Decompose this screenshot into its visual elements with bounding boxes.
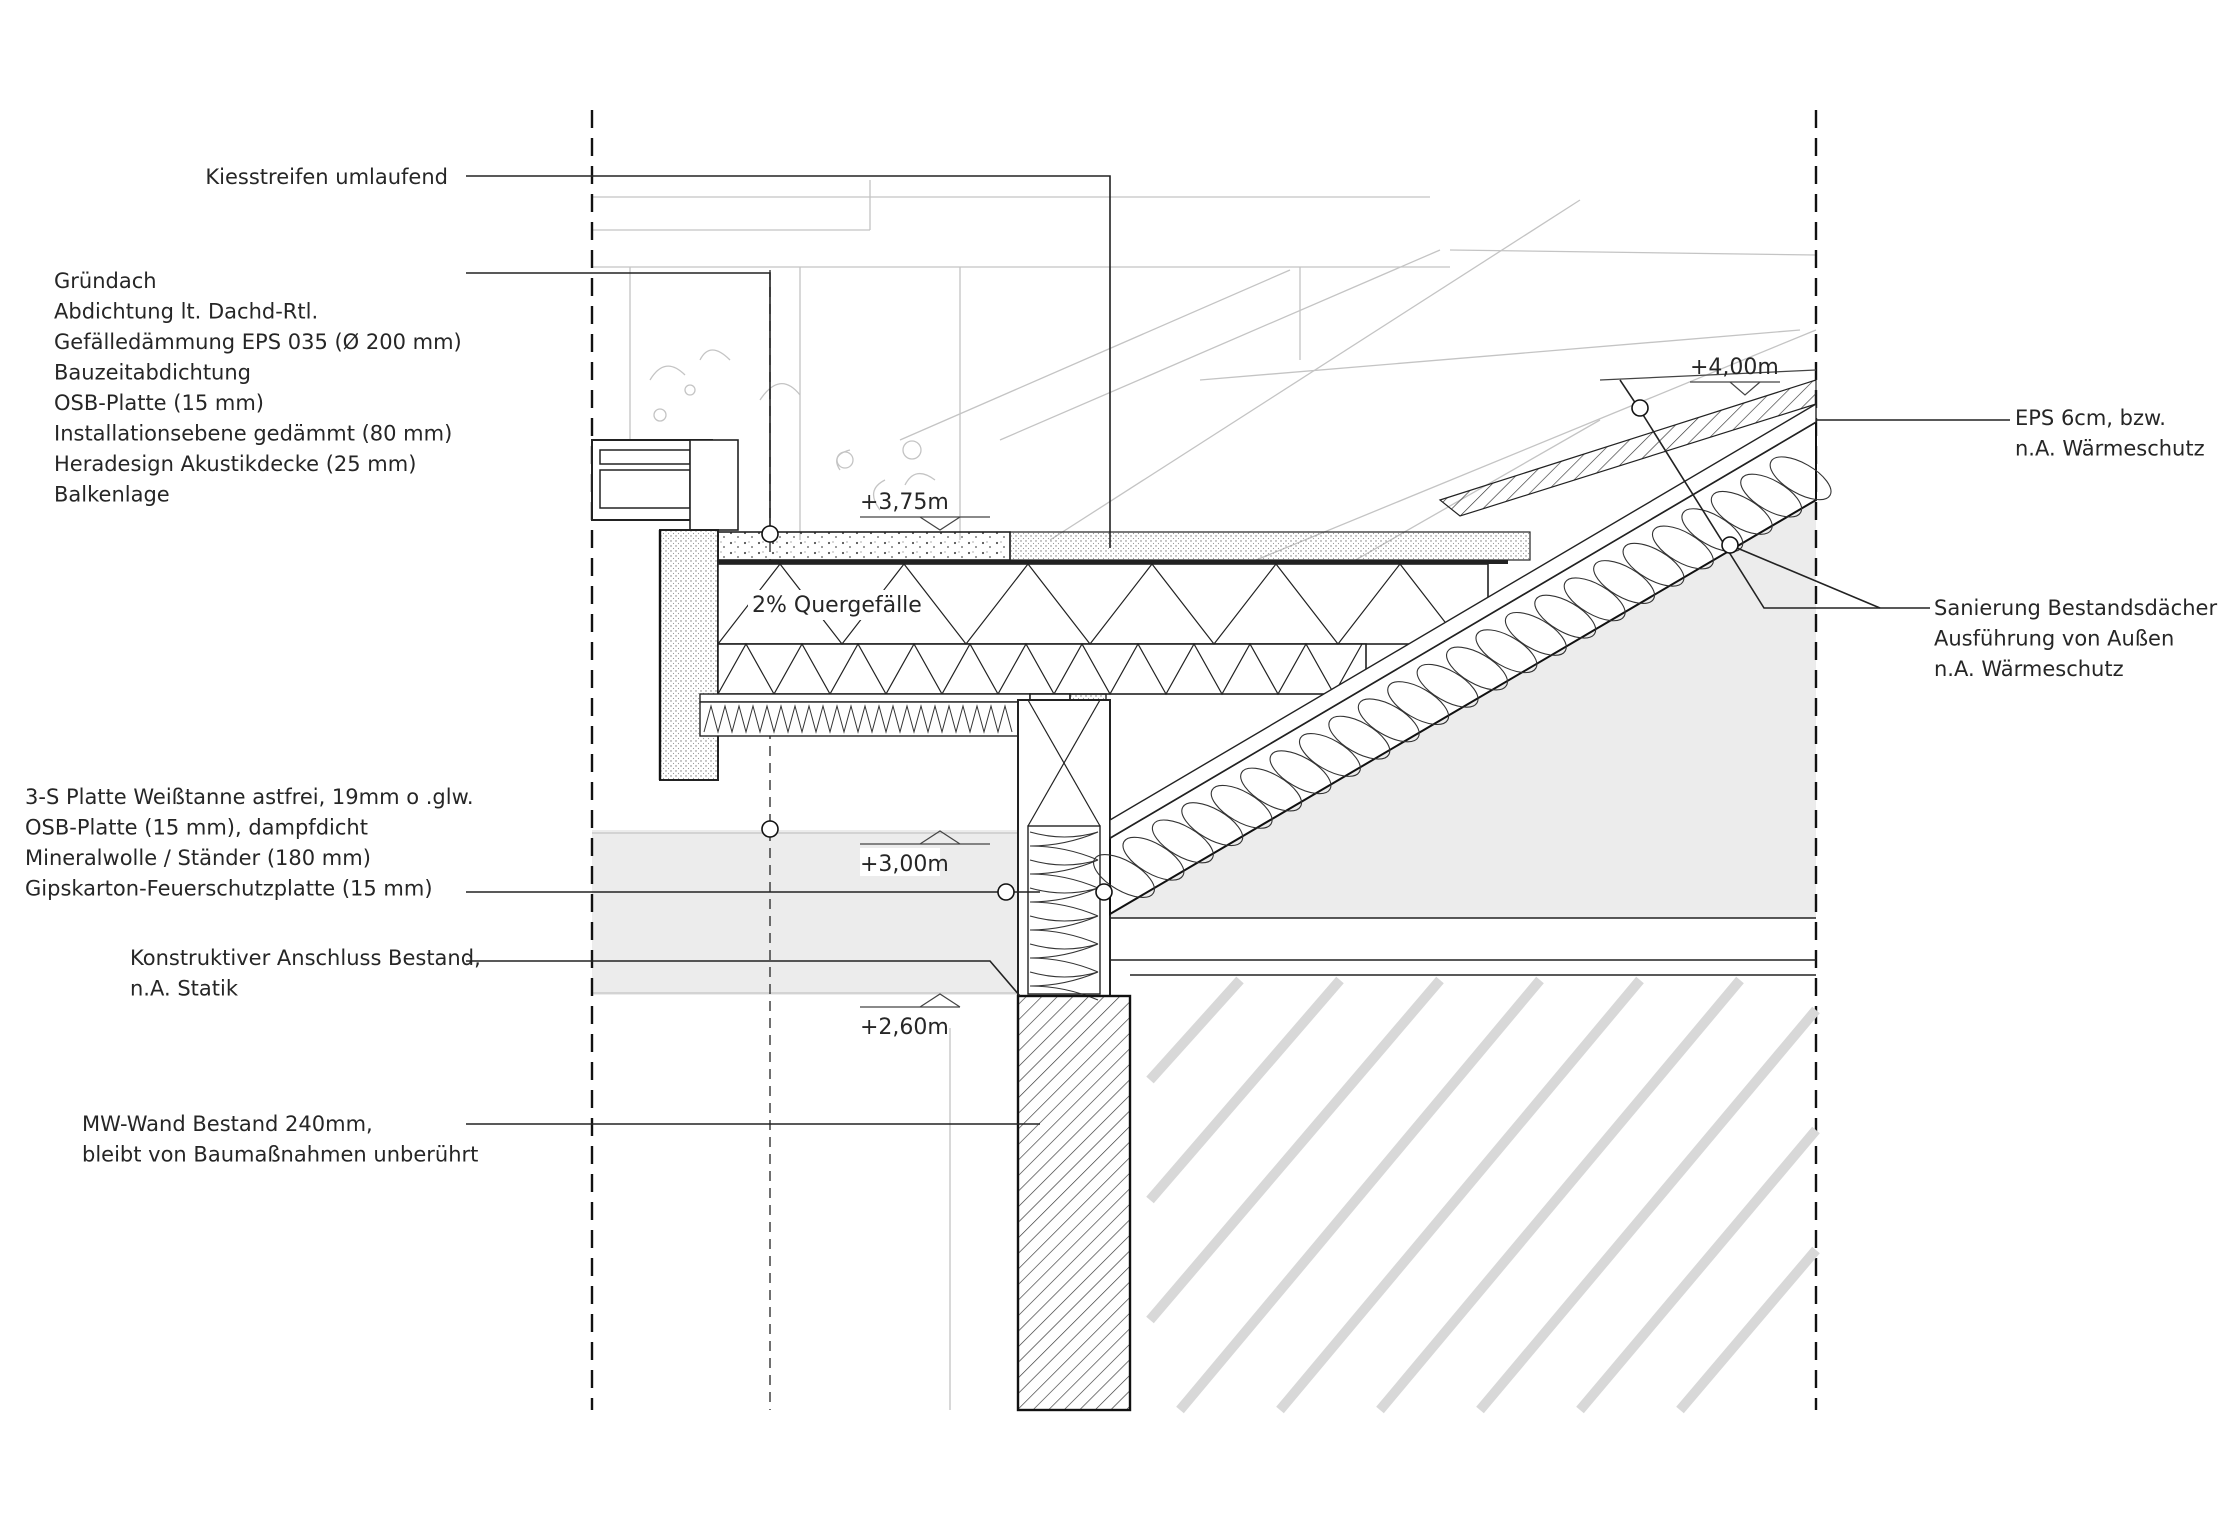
- annotation-eps: EPS 6cm, bzw. n.A. Wärmeschutz: [2015, 406, 2205, 461]
- leader-lines: [466, 175, 2010, 1125]
- annotation-green-roof: Gründach Abdichtung lt. Dachd-Rtl. Gefäl…: [54, 269, 468, 507]
- masonry-wall: [1016, 994, 1132, 1412]
- green-roof-layer: [1009, 531, 1531, 561]
- annotations-left: Kiesstreifen umlaufend Gründach Abdichtu…: [25, 165, 487, 1167]
- timber-wall: [1017, 699, 1111, 1001]
- level-marker-375: +3,75m: [860, 490, 990, 531]
- window-frame: [591, 439, 739, 781]
- level-375-label: +3,75m: [860, 490, 949, 515]
- leader-markers: [761, 399, 1739, 901]
- existing-ceiling: [1110, 917, 1816, 976]
- level-marker-260: +2,60m: [860, 993, 961, 1040]
- annotation-structural-connection: Konstruktiver Anschluss Bestand, n.A. St…: [130, 946, 487, 1001]
- flat-roof-insulation: [717, 560, 1508, 696]
- level-260-label: +2,60m: [860, 1015, 949, 1040]
- level-marker-400: +4,00m: [1690, 355, 1780, 396]
- slope-label: 2% Quergefälle: [752, 593, 922, 618]
- annotation-masonry-wall: MW-Wand Bestand 240mm, bleibt von Baumaß…: [82, 1112, 478, 1167]
- existing-slab-hatch: [1146, 976, 1820, 1414]
- level-400-label: +4,00m: [1690, 355, 1779, 380]
- level-300-label: +3,00m: [860, 852, 949, 877]
- level-marker-300: +3,00m: [860, 830, 990, 877]
- annotation-roof-renovation: Sanierung Bestandsdächer Ausführung von …: [1934, 596, 2218, 681]
- annotation-gravel-strip: Kiesstreifen umlaufend: [205, 165, 448, 189]
- annotations-right: EPS 6cm, bzw. n.A. Wärmeschutz Sanierung…: [1934, 406, 2218, 681]
- sloped-roof: [1093, 369, 1832, 916]
- annotation-timber-wall: 3-S Platte Weißtanne astfrei, 19mm o .gl…: [25, 785, 480, 901]
